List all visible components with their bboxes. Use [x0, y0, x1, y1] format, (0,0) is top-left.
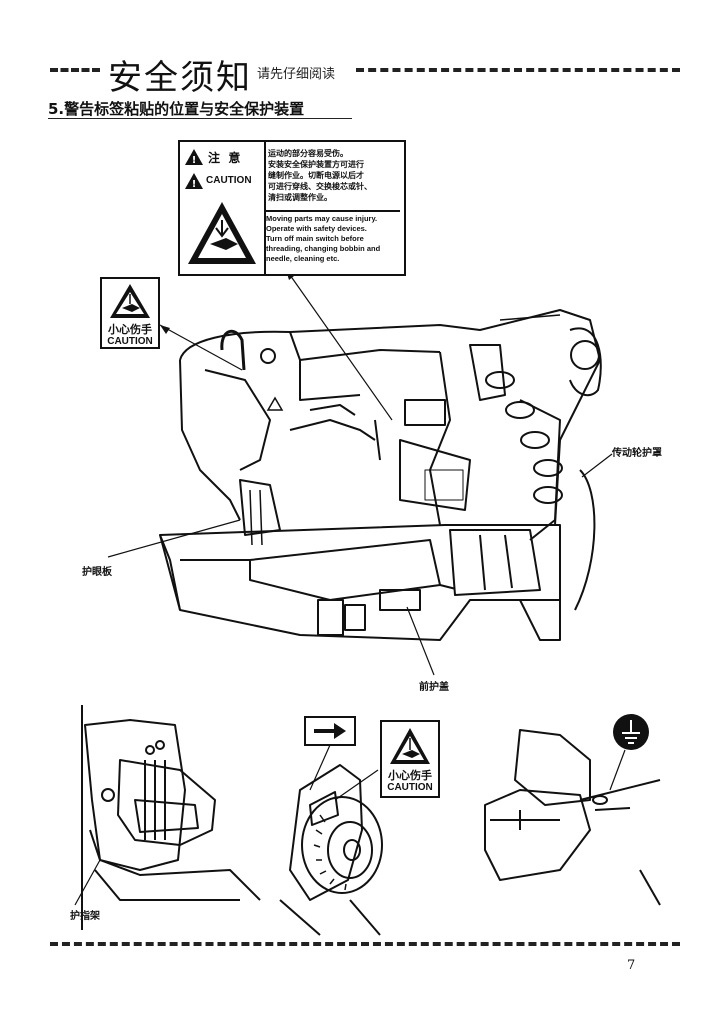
section-title: 5.警告标签粘贴的位置与安全保护装置 — [48, 100, 305, 118]
ground-icon — [613, 714, 649, 750]
small-caution-cn: 小心伤手 — [388, 769, 432, 782]
hand-injury-warning-icon — [188, 202, 256, 264]
header-dash-left — [50, 68, 100, 72]
label-finger-guard: 护指架 — [70, 911, 100, 922]
notice-cn-line: 安装安全保护装置方可进行 — [268, 160, 364, 169]
notice-en-line: Operate with safety devices. — [266, 224, 367, 233]
direction-arrow-sign — [304, 716, 356, 746]
notice-cn-line: 可进行穿线、交换梭芯或针、 — [268, 182, 372, 191]
notice-en-line: Turn off main switch before — [266, 234, 364, 243]
label-front-cover: 前护盖 — [419, 682, 449, 693]
small-caution-en: CAUTION — [107, 336, 153, 347]
caution-sign-header: ! 注 意 ! CAUTION — [180, 142, 266, 274]
small-caution-cn: 小心伤手 — [108, 323, 152, 336]
label-pulley-cover: 传动轮护罩 — [612, 448, 662, 459]
notice-cn-text: 运动的部分容易受伤。 安装安全保护装置方可进行 缝制作业。切断电源以后才 可进行… — [268, 148, 398, 208]
small-caution-en: CAUTION — [387, 782, 433, 793]
notice-cn-line: 缝制作业。切断电源以后才 — [268, 171, 364, 180]
page-subtitle: 请先仔细阅读 — [257, 67, 336, 82]
footer-dash-line — [50, 942, 680, 946]
notice-cn-line: 清扫或调整作业。 — [268, 193, 332, 202]
arrow-right-icon — [314, 723, 346, 739]
caution-label: CAUTION — [206, 175, 252, 186]
section-underline — [48, 118, 352, 119]
warning-icon: ! — [185, 173, 203, 190]
page-number: 7 — [627, 958, 636, 973]
caution-notice-sign: ! 注 意 ! CAUTION 运动的部分容易受伤。 安装安全保护装置方可进行 … — [178, 140, 406, 276]
page-title: 安全须知 — [108, 58, 252, 98]
small-caution-sign: 小心伤手 CAUTION — [100, 277, 160, 349]
warning-icon: ! — [185, 149, 203, 166]
small-caution-sign: 小心伤手 CAUTION — [380, 720, 440, 798]
notice-en-line: threading, changing bobbin and — [266, 244, 381, 253]
hand-injury-warning-icon — [110, 284, 150, 318]
svg-text:!: ! — [192, 179, 197, 190]
header-dash-right — [356, 68, 680, 72]
notice-en-text: Moving parts may cause injury. Operate w… — [266, 210, 400, 276]
notice-cn-line: 运动的部分容易受伤。 — [268, 149, 348, 158]
notice-en-line: needle, cleaning etc. — [266, 254, 340, 263]
hand-injury-warning-icon — [390, 728, 430, 764]
svg-text:!: ! — [192, 155, 197, 166]
attention-label: 注 意 — [208, 151, 241, 165]
label-eye-guard: 护眼板 — [82, 567, 112, 578]
notice-en-line: Moving parts may cause injury. — [266, 214, 378, 223]
